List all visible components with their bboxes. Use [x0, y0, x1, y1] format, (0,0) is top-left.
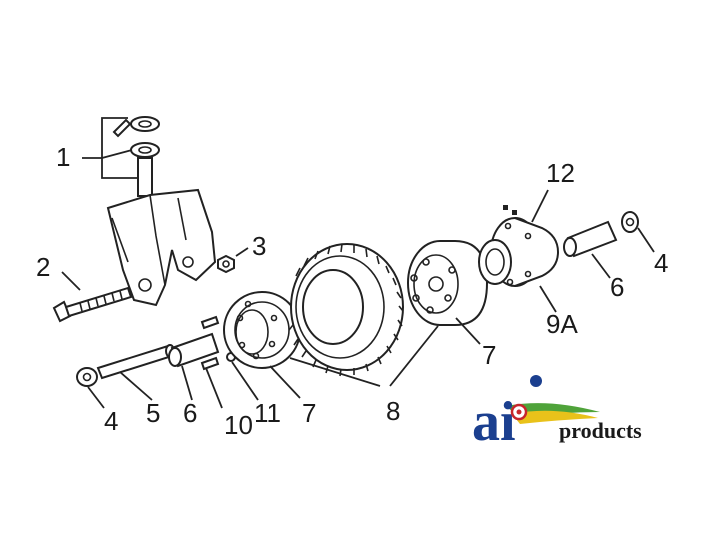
callout-6-left: 6	[183, 398, 197, 428]
callout-6-right: 6	[610, 272, 624, 302]
part-12-studs	[503, 205, 517, 215]
callout-11: 11	[254, 398, 281, 428]
callout-7-left: 7	[302, 398, 316, 428]
spindle-bracket	[106, 188, 217, 307]
callout-12: 12	[546, 158, 575, 188]
part-9a-hub	[478, 217, 560, 287]
callout-5: 5	[146, 398, 160, 428]
part-5-axle	[96, 344, 175, 380]
callout-10: 10	[224, 410, 253, 440]
part-10-pin	[200, 315, 220, 371]
ai-products-logo: ai products	[472, 375, 642, 453]
part-4-right-washer	[621, 211, 639, 233]
callout-4-left: 4	[104, 406, 118, 436]
part-6-right-sleeve	[563, 220, 618, 258]
part-4-left-washer	[76, 367, 98, 387]
part-7-right-disc	[407, 240, 489, 326]
callout-8: 8	[386, 396, 400, 426]
part-8-tire	[288, 243, 404, 377]
callout-1: 1	[56, 142, 70, 172]
logo-mark: ai	[472, 391, 516, 453]
callout-9a: 9A	[546, 309, 578, 339]
leader-lines	[61, 117, 655, 409]
callout-labels: 1 2 3 4 5 6 10 11 7 8 7 9A 12 6 4	[36, 142, 668, 440]
callout-3: 3	[252, 231, 266, 261]
part-1-washers	[112, 116, 160, 197]
callout-7-right: 7	[482, 340, 496, 370]
part-7-left-rim	[223, 291, 301, 369]
part-6-left-sleeve	[168, 332, 220, 368]
callout-2: 2	[36, 252, 50, 282]
callout-4-right: 4	[654, 248, 668, 278]
logo-wordmark: products	[559, 418, 642, 443]
part-3-nut	[217, 254, 235, 274]
part-2-bolt	[52, 286, 133, 323]
